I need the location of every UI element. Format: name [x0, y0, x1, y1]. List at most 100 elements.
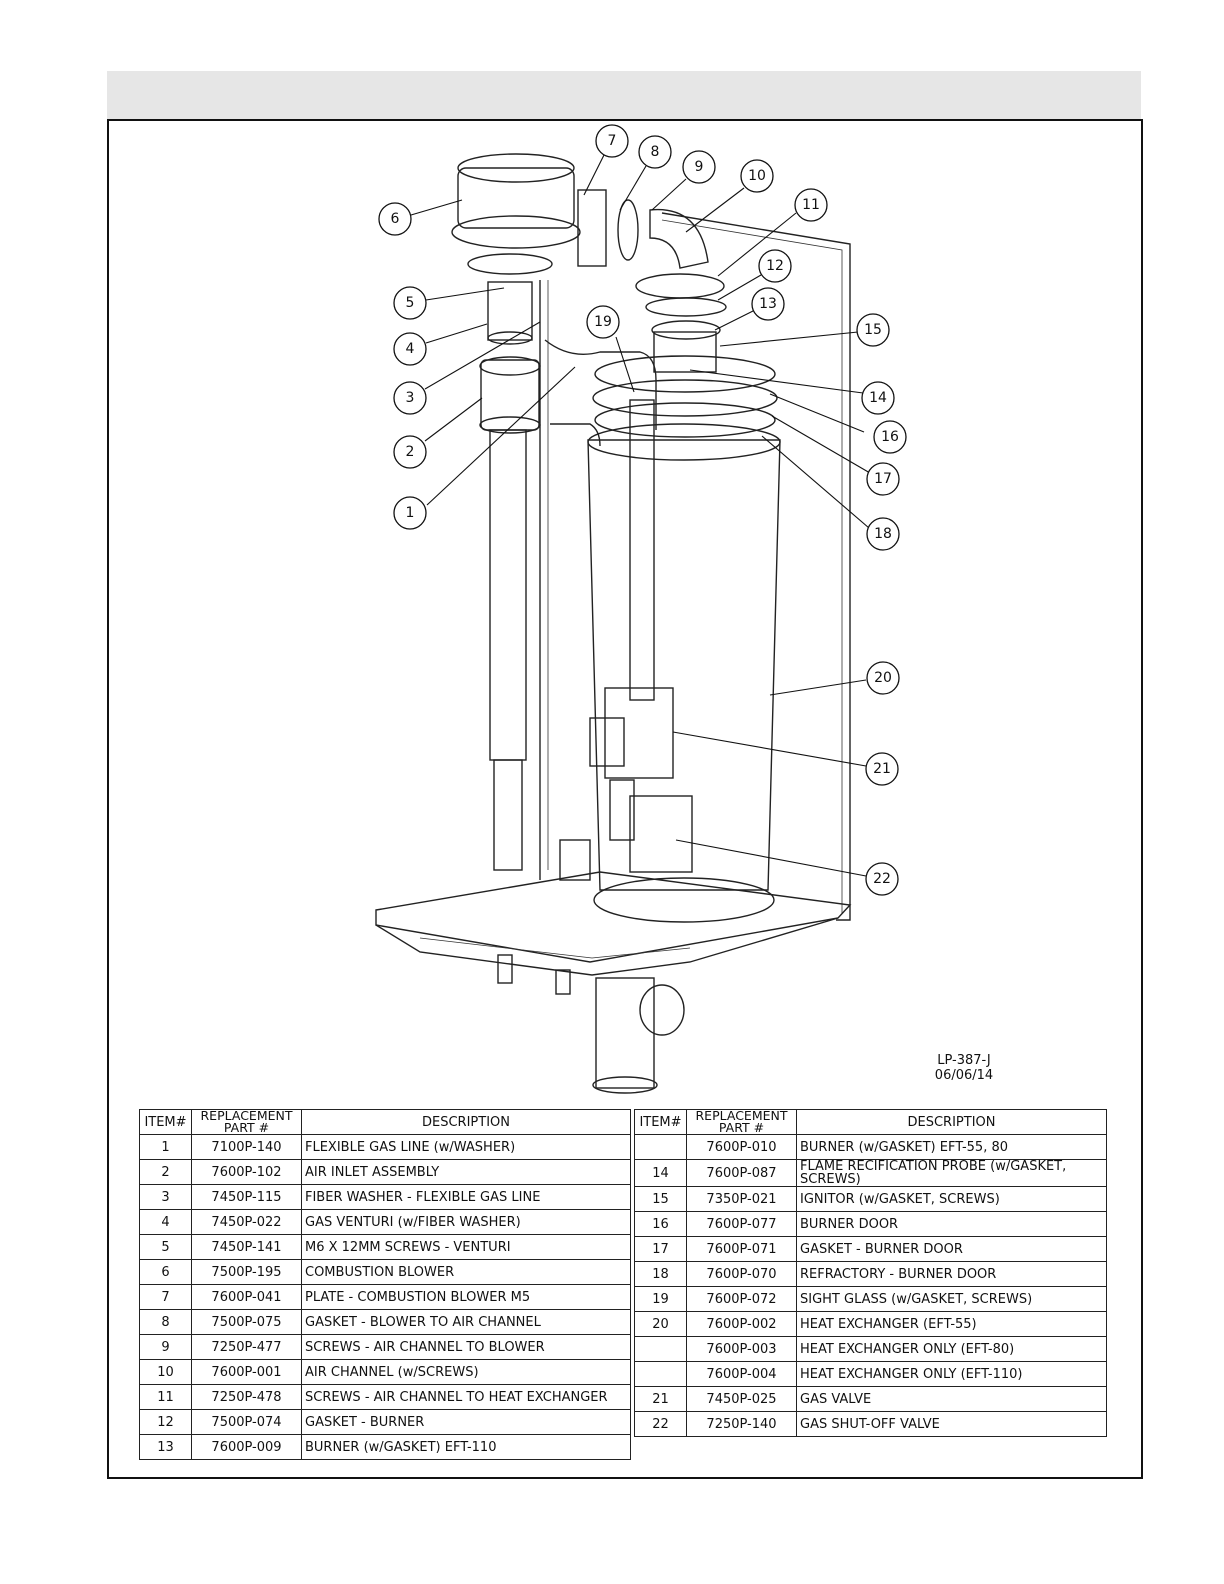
item-cell: 18 [634, 1261, 687, 1287]
svg-text:13: 13 [759, 296, 777, 312]
item-cell: 9 [139, 1334, 192, 1360]
svg-text:16: 16 [881, 429, 899, 445]
drawing-date: 06/06/14 [934, 1068, 994, 1083]
part-number-cell: 7100P-140 [191, 1134, 302, 1160]
base-plate [375, 871, 852, 1094]
callout-3: 3 [393, 381, 427, 415]
part-column-header: REPLACEMENT PART # [686, 1109, 797, 1135]
callout-11: 11 [794, 188, 828, 222]
svg-text:20: 20 [874, 670, 892, 686]
part-number-cell: 7500P-075 [191, 1309, 302, 1335]
description-cell: SCREWS - AIR CHANNEL TO BLOWER [301, 1334, 631, 1360]
description-cell: REFRACTORY - BURNER DOOR [796, 1261, 1107, 1287]
callout-4: 4 [393, 332, 427, 366]
callout-17: 17 [866, 462, 900, 496]
item-cell: 17 [634, 1236, 687, 1262]
item-cell [634, 1361, 687, 1387]
description-cell: COMBUSTION BLOWER [301, 1259, 631, 1285]
description-cell: GAS SHUT-OFF VALVE [796, 1411, 1107, 1437]
item-column-header: ITEM# [139, 1109, 192, 1135]
item-cell: 6 [139, 1259, 192, 1285]
item-column-header: ITEM# [634, 1109, 687, 1135]
description-cell: GASKET - BURNER DOOR [796, 1236, 1107, 1262]
item-cell: 21 [634, 1386, 687, 1412]
item-cell: 10 [139, 1359, 192, 1385]
callout-18: 18 [866, 517, 900, 551]
description-cell: GASKET - BURNER [301, 1409, 631, 1435]
part-number-cell: 7600P-070 [686, 1261, 797, 1287]
gas-venturi [467, 253, 553, 345]
item-cell: 5 [139, 1234, 192, 1260]
description-cell: SIGHT GLASS (w/GASKET, SCREWS) [796, 1286, 1107, 1312]
item-cell: 14 [634, 1159, 687, 1187]
svg-text:4: 4 [406, 341, 415, 357]
callout-15: 15 [856, 313, 890, 347]
svg-text:19: 19 [594, 314, 612, 330]
item-cell: 8 [139, 1309, 192, 1335]
svg-text:1: 1 [406, 505, 415, 521]
drawing-frame [107, 119, 1143, 1479]
part-number-cell: 7450P-025 [686, 1386, 797, 1412]
part-number-cell: 7600P-077 [686, 1211, 797, 1237]
item-cell: 20 [634, 1311, 687, 1337]
callout-9: 9 [682, 150, 716, 184]
svg-text:8: 8 [651, 144, 660, 160]
callout-21: 21 [865, 752, 899, 786]
part-number-cell: 7450P-022 [191, 1209, 302, 1235]
item-cell: 22 [634, 1411, 687, 1437]
item-cell: 16 [634, 1211, 687, 1237]
item-cell: 11 [139, 1384, 192, 1410]
description-cell: FLEXIBLE GAS LINE (w/WASHER) [301, 1134, 631, 1160]
callout-22: 22 [865, 862, 899, 896]
item-cell [634, 1336, 687, 1362]
description-cell: GAS VENTURI (w/FIBER WASHER) [301, 1209, 631, 1235]
description-cell: AIR CHANNEL (w/SCREWS) [301, 1359, 631, 1385]
part-number-cell: 7600P-004 [686, 1361, 797, 1387]
description-cell: BURNER (w/GASKET) EFT-110 [301, 1434, 631, 1460]
burner-assembly [592, 331, 778, 438]
callout-14: 14 [861, 381, 895, 415]
part-number-cell: 7450P-141 [191, 1234, 302, 1260]
description-cell: HEAT EXCHANGER ONLY (EFT-110) [796, 1361, 1107, 1387]
part-number-cell: 7600P-102 [191, 1159, 302, 1185]
description-cell: GAS VALVE [796, 1386, 1107, 1412]
leader-lines [410, 154, 871, 877]
description-cell: GASKET - BLOWER TO AIR CHANNEL [301, 1309, 631, 1335]
description-cell: SCREWS - AIR CHANNEL TO HEAT EXCHANGER [301, 1384, 631, 1410]
part-number-cell: 7450P-115 [191, 1184, 302, 1210]
description-cell: FLAME RECIFICATION PROBE (w/GASKET, SCRE… [796, 1159, 1107, 1187]
part-number-cell: 7600P-087 [686, 1159, 797, 1187]
gas-valve [589, 687, 693, 873]
part-number-cell: 7250P-478 [191, 1384, 302, 1410]
item-cell: 15 [634, 1186, 687, 1212]
description-cell: M6 X 12MM SCREWS - VENTURI [301, 1234, 631, 1260]
part-number-cell: 7600P-010 [686, 1134, 797, 1160]
drawing-reference: LP-387-J 06/06/14 [918, 1053, 1010, 1083]
callout-12: 12 [758, 249, 792, 283]
svg-text:7: 7 [608, 133, 617, 149]
description-cell: IGNITOR (w/GASKET, SCREWS) [796, 1186, 1107, 1212]
part-number-cell: 7350P-021 [686, 1186, 797, 1212]
air-inlet-pipe [479, 356, 541, 871]
